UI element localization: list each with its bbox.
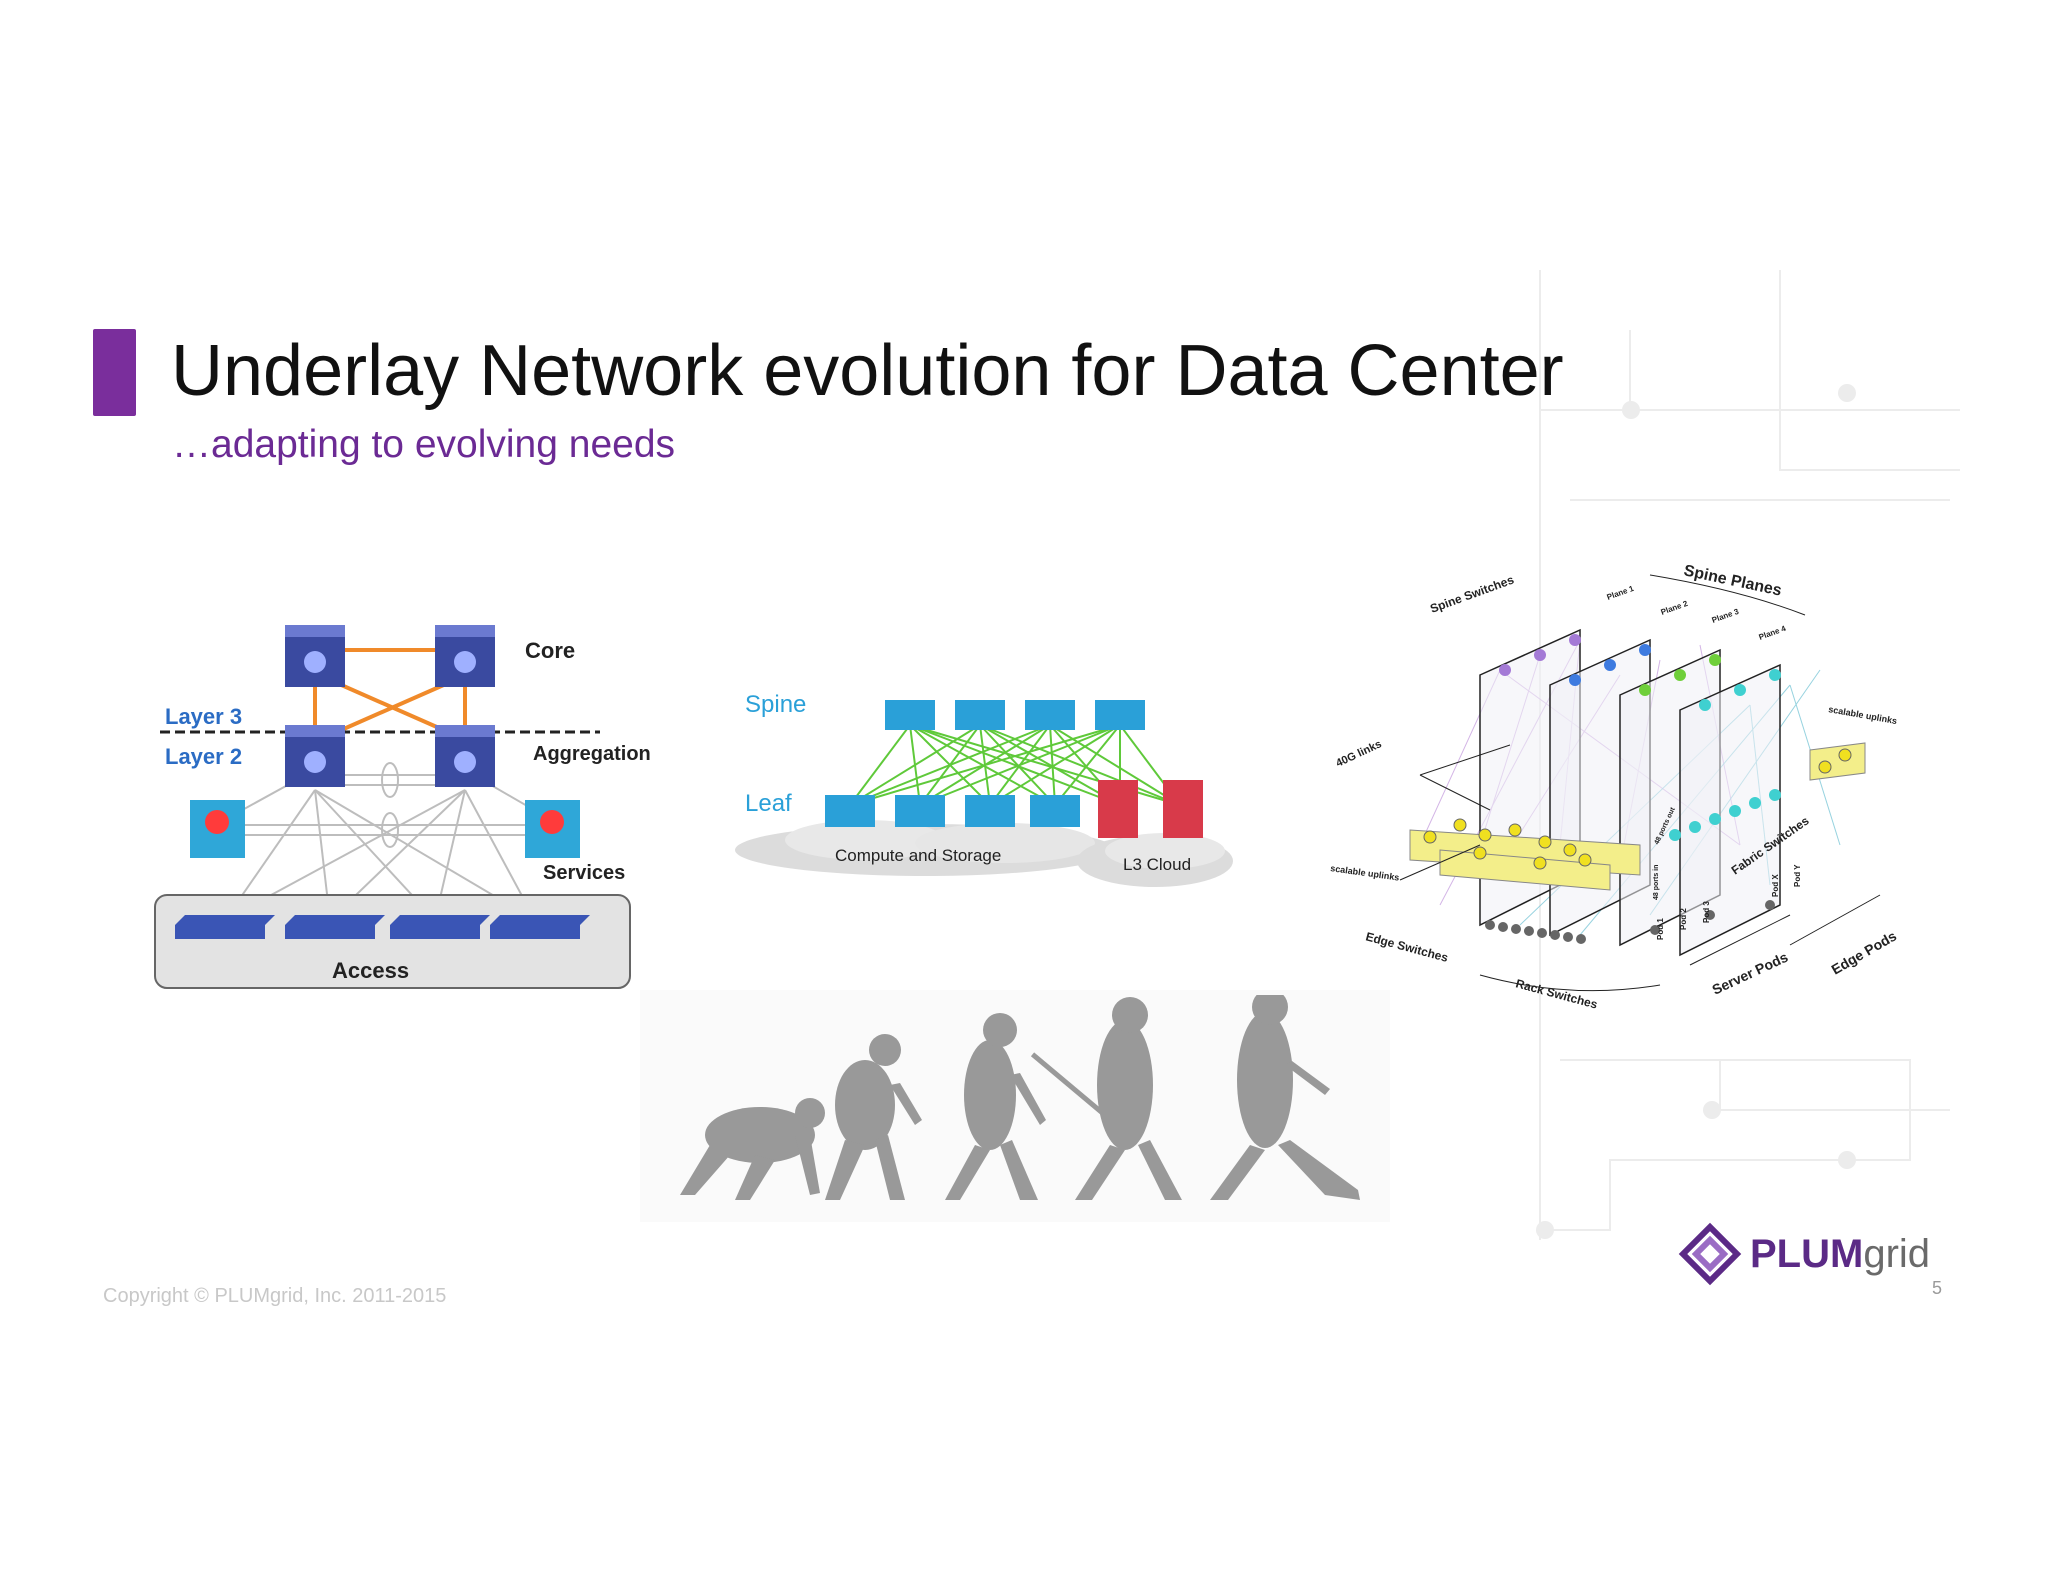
plane4-label: Plane 4: [1758, 624, 1788, 642]
server-pods-label: Server Pods: [1710, 949, 1791, 998]
leaf-label: Leaf: [745, 790, 792, 817]
aggregation-label: Aggregation: [533, 743, 651, 765]
40g-links-label: 40G links: [1334, 738, 1383, 770]
services-appliance-1: [190, 800, 245, 858]
spine-switch-nodes: [1499, 634, 1781, 711]
aggregation-switch-1: [285, 725, 345, 787]
plumgrid-logo-icon: [1678, 1222, 1742, 1286]
edge-pods-label: Edge Pods: [1829, 927, 1900, 977]
leaf-switches: [825, 795, 1080, 827]
silhouette-2: [825, 1034, 922, 1200]
fabric-switch-nodes: [1669, 789, 1781, 841]
plane2-label: Plane 2: [1660, 599, 1690, 617]
edge-switches-label: Edge Switches: [1364, 929, 1450, 965]
edge-switch-nodes: [1423, 748, 1852, 870]
title-accent-bar: [93, 329, 136, 416]
core-label: Core: [525, 638, 575, 663]
pod2-label: Pod 2: [1679, 908, 1688, 930]
compute-storage-label: Compute and Storage: [835, 846, 1001, 865]
silhouette-3: [945, 1013, 1046, 1200]
spine-planes-label: Spine Planes: [1682, 562, 1783, 599]
rack-switch-nodes: [1485, 900, 1775, 944]
bracket-lines: [1399, 574, 1881, 992]
copyright-footer: Copyright © PLUMgrid, Inc. 2011-2015: [103, 1285, 447, 1307]
spine-label: Spine: [745, 691, 806, 718]
services-appliance-2: [525, 800, 580, 858]
plumgrid-logo-text: PLUMgrid: [1750, 1232, 1930, 1277]
core-links: [313, 648, 467, 737]
slide-subtitle: …adapting to evolving needs: [172, 423, 676, 466]
spine-plane-panels: [1479, 628, 1781, 957]
border-leaf-switches: [1098, 780, 1203, 838]
slide-title: Underlay Network evolution for Data Cent…: [171, 331, 1564, 411]
logo-plum-text: PLUM: [1750, 1232, 1864, 1276]
access-label: Access: [332, 958, 409, 983]
core-switch-1: [285, 625, 345, 687]
plane3-label: Plane 3: [1711, 607, 1741, 625]
scalable-uplinks-left-label: scalable uplinks: [1330, 863, 1400, 883]
pod1-label: Pod 1: [1656, 918, 1665, 940]
pod3-label: Pod 3: [1702, 901, 1711, 923]
plane1-label: Plane 1: [1606, 584, 1636, 602]
podx-label: Pod X: [1771, 874, 1780, 897]
l3-cloud: [1077, 833, 1233, 887]
scalable-uplinks-right-label: scalable uplinks: [1828, 704, 1898, 726]
ports-in-label: 48 ports in: [1653, 865, 1660, 900]
spine-leaf-diagram: Spine Leaf Compute and Storage L3 Cloud: [735, 691, 1233, 887]
l3-cloud-label: L3 Cloud: [1123, 855, 1191, 874]
compute-storage-cloud: [735, 820, 1115, 876]
pody-label: Pod Y: [1793, 864, 1802, 887]
layer3-label: Layer 3: [165, 704, 242, 729]
spine-leaf-links: [849, 724, 1181, 806]
page-number: 5: [1932, 1278, 1943, 1298]
access-switches: [175, 915, 590, 939]
layer2-label: Layer 2: [165, 744, 242, 769]
silhouette-5: [1210, 995, 1360, 1200]
silhouette-4: [1030, 997, 1182, 1200]
services-label: Services: [543, 862, 625, 884]
spine-switches: [885, 700, 1145, 730]
spine-switches-label: Spine Switches: [1428, 572, 1516, 615]
logo-grid-text: grid: [1863, 1232, 1931, 1276]
fabric-spine-planes-diagram: Spine Planes Spine Switches Plane 1 Plan…: [1330, 562, 1900, 1011]
aggregation-switch-2: [435, 725, 495, 787]
evolution-silhouettes-image: [680, 995, 1360, 1200]
rack-switches-label: Rack Switches: [1514, 976, 1599, 1011]
core-switch-2: [435, 625, 495, 687]
three-tier-network-diagram: Core Layer 3 Layer 2 Aggregation Service…: [154, 625, 651, 989]
silhouette-1: [680, 1098, 825, 1200]
